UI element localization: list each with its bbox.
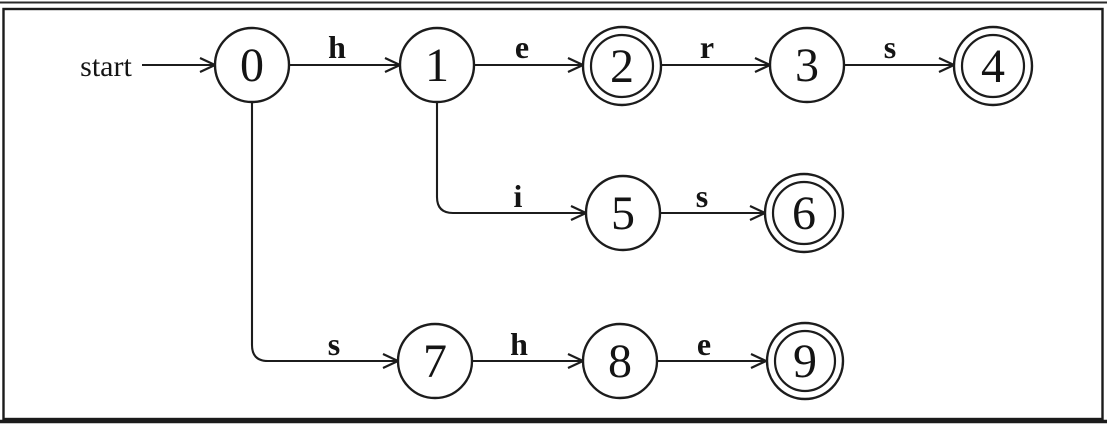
transition-7-8-label: h bbox=[510, 326, 528, 362]
state-5: 5 bbox=[584, 174, 662, 252]
transition-1-5-path bbox=[435, 102, 589, 221]
transition-0-7-path bbox=[250, 102, 401, 369]
transition-1-2-label: e bbox=[515, 29, 529, 65]
transition-1-5-label: i bbox=[514, 178, 523, 214]
state-7-circle bbox=[396, 322, 474, 400]
state-1-label: 1 bbox=[425, 39, 449, 92]
start-label: start bbox=[80, 50, 132, 83]
state-9-inner-circle bbox=[773, 329, 837, 393]
state-9-circle bbox=[765, 321, 845, 401]
state-3-label: 3 bbox=[795, 39, 819, 92]
state-1: 1 bbox=[398, 26, 476, 104]
state-8-circle bbox=[581, 322, 659, 400]
transition-2-3-label: r bbox=[700, 29, 714, 65]
state-4-label: 4 bbox=[981, 40, 1005, 93]
transition-0-7-label: s bbox=[328, 326, 340, 362]
state-4-inner-circle bbox=[960, 33, 1026, 99]
state-3-circle bbox=[768, 26, 846, 104]
state-2-circle bbox=[581, 25, 663, 107]
transition-3-4-label: s bbox=[884, 29, 896, 65]
state-5-circle bbox=[584, 174, 662, 252]
state-6-circle bbox=[763, 172, 845, 254]
state-9: 9 bbox=[765, 321, 845, 401]
figure-frame bbox=[2, 7, 1104, 421]
state-0: 0 bbox=[213, 26, 291, 104]
state-7: 7 bbox=[396, 322, 474, 400]
state-4-circle bbox=[952, 25, 1034, 107]
state-0-label: 0 bbox=[240, 39, 264, 92]
state-6: 6 bbox=[763, 172, 845, 254]
transition-5-6-label: s bbox=[696, 178, 708, 214]
state-8-label: 8 bbox=[608, 335, 632, 388]
transition-8-9-label: e bbox=[697, 326, 711, 362]
state-2-label: 2 bbox=[610, 40, 634, 93]
state-0-circle bbox=[213, 26, 291, 104]
state-1-circle bbox=[398, 26, 476, 104]
state-5-label: 5 bbox=[611, 187, 635, 240]
state-3: 3 bbox=[768, 26, 846, 104]
state-9-label: 9 bbox=[793, 335, 817, 388]
state-2: 2 bbox=[581, 25, 663, 107]
state-2-inner-circle bbox=[589, 33, 655, 99]
state-8: 8 bbox=[581, 322, 659, 400]
state-6-inner-circle bbox=[771, 180, 837, 246]
state-4: 4 bbox=[952, 25, 1034, 107]
transition-0-1-label: h bbox=[328, 29, 346, 65]
state-6-label: 6 bbox=[792, 187, 816, 240]
state-7-label: 7 bbox=[423, 335, 447, 388]
